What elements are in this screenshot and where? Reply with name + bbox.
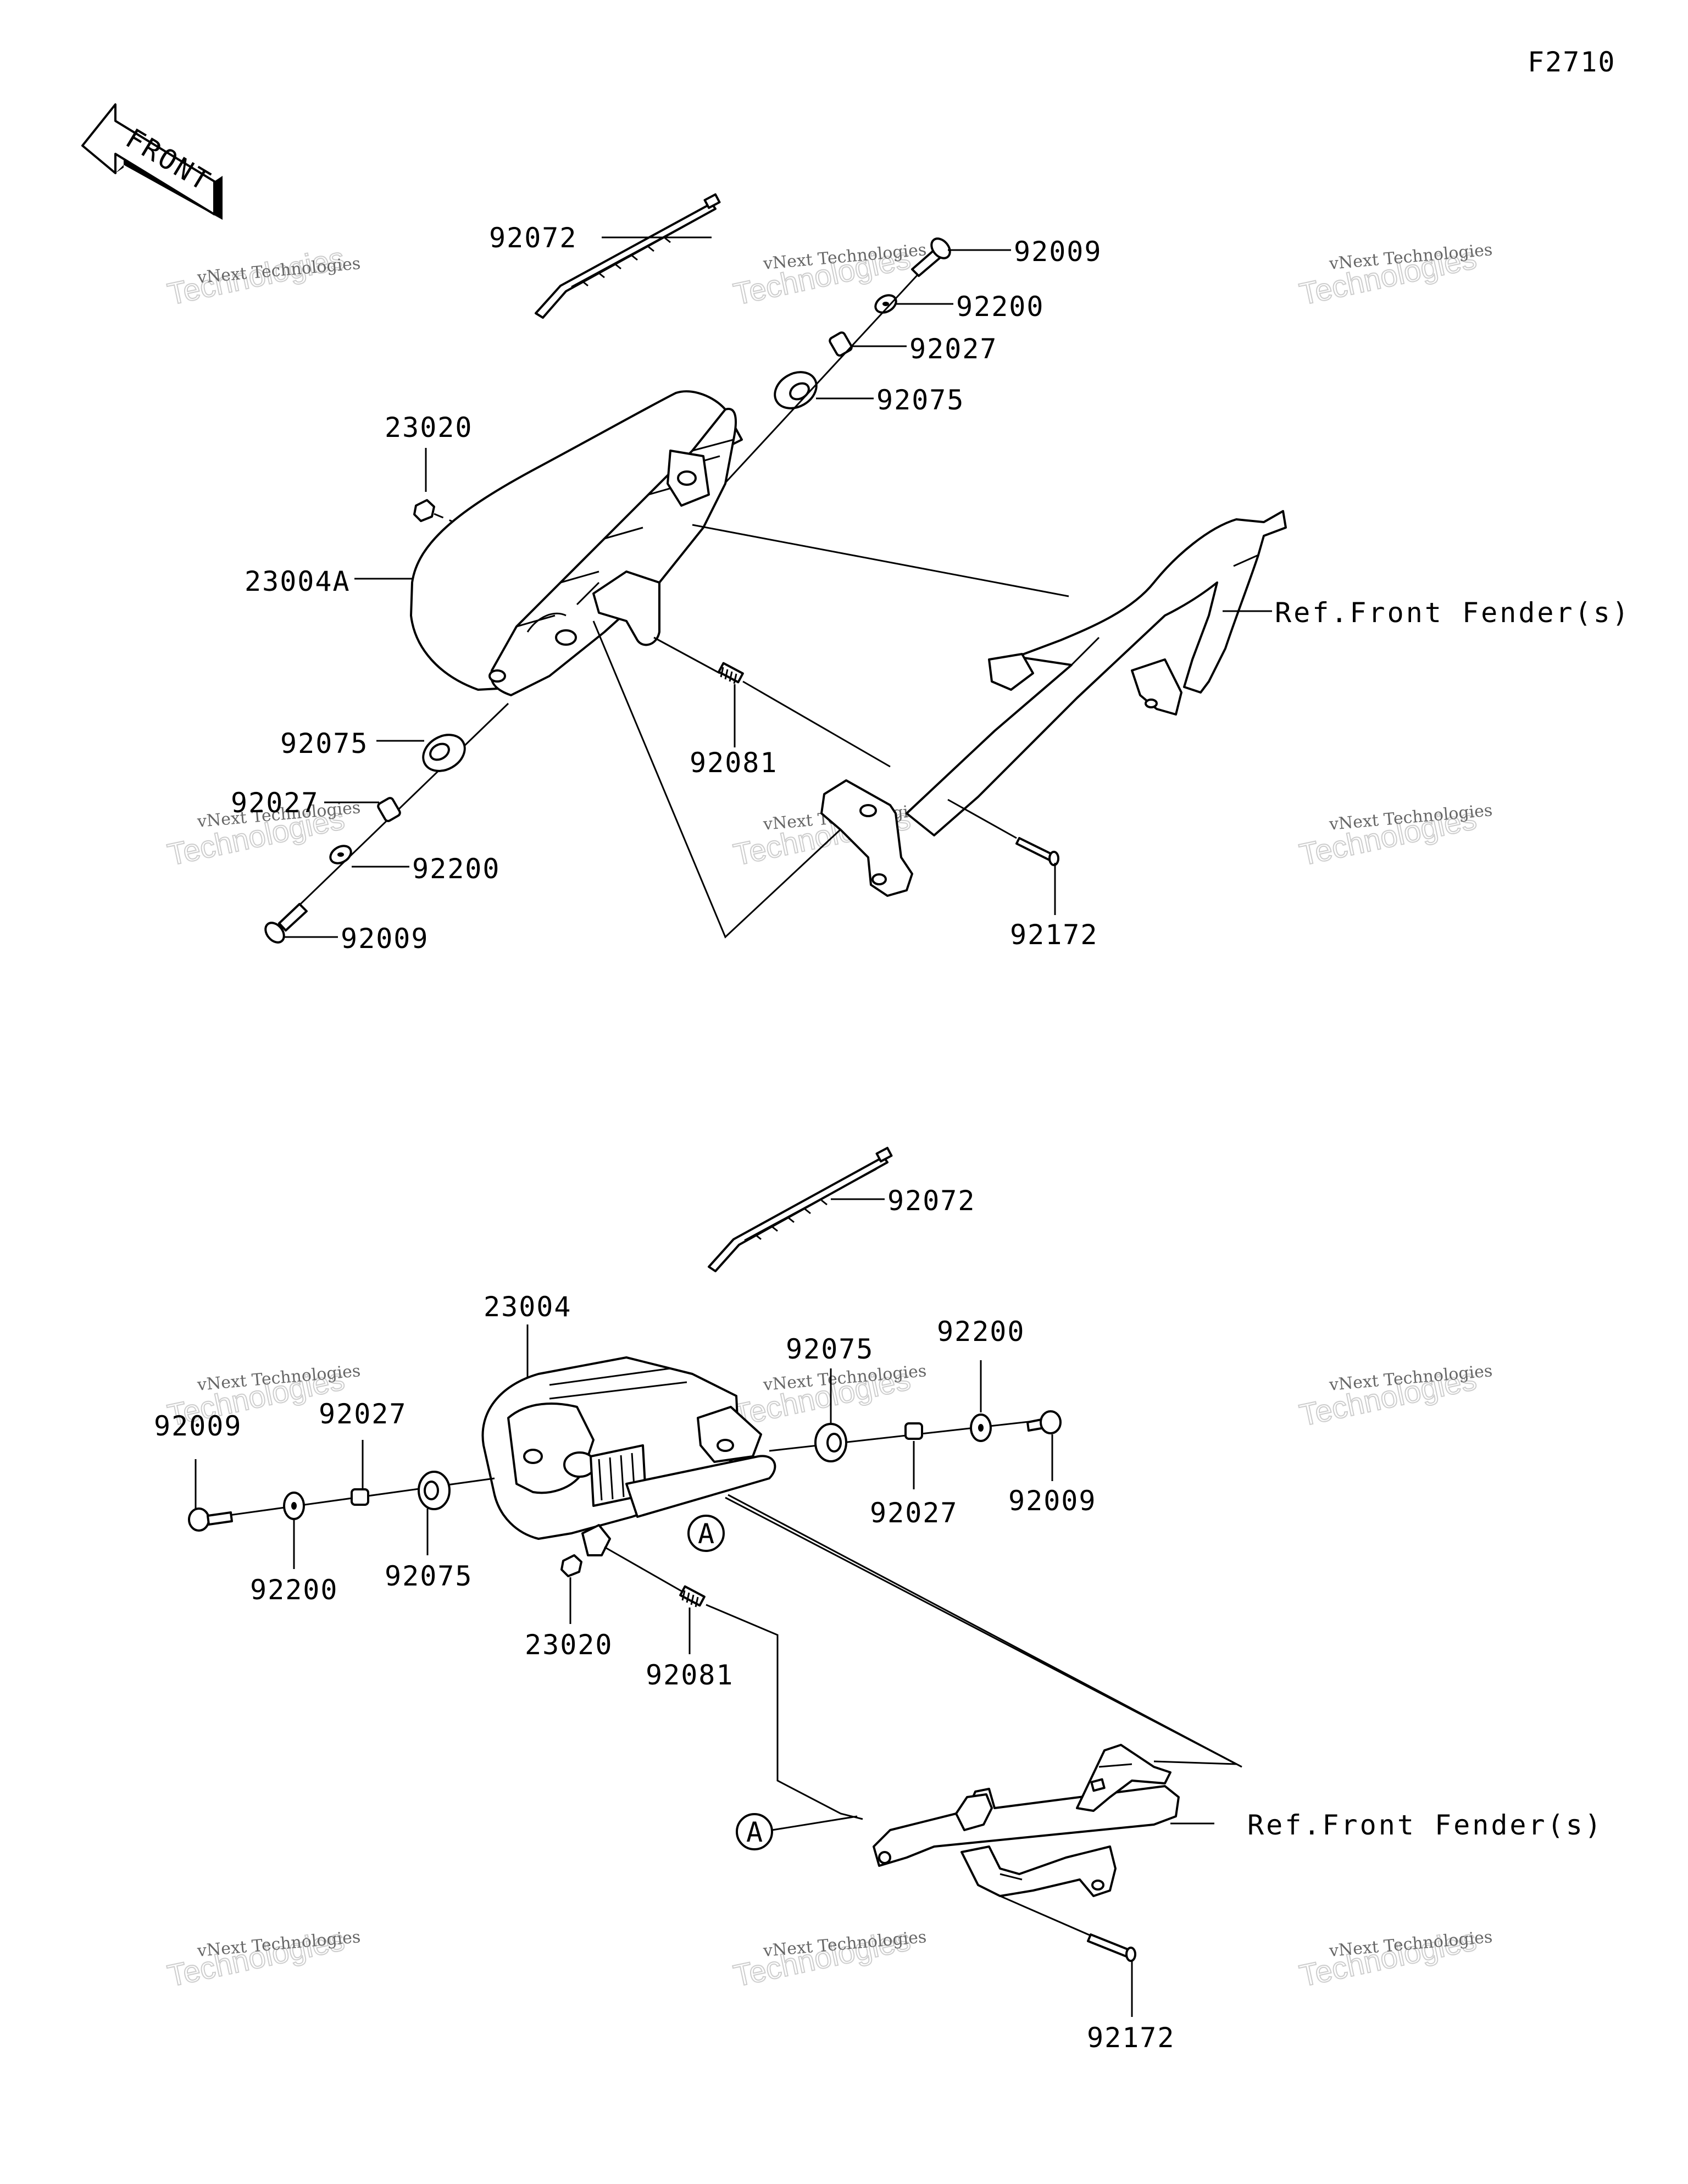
figure-code: F2710 — [1528, 46, 1616, 78]
label-23020-bottom: 23020 — [525, 1629, 613, 1661]
front-arrow-icon: FRONT — [81, 103, 223, 220]
front-fender-bracket-bottom-icon — [873, 1744, 1180, 1897]
top-assembly: 92072 92009 92200 92027 92075 23020 — [231, 193, 1631, 955]
side-cover-23004A-top-icon — [410, 390, 743, 696]
bottom-assembly: 92072 23004 A 92009 — [154, 1146, 1603, 2054]
label-92081-bottom: 92081 — [646, 1659, 734, 1691]
label-92072-bottom: 92072 — [887, 1185, 976, 1217]
label-92072-top: 92072 — [489, 222, 578, 254]
label-92200-bottom-right: 92200 — [937, 1316, 1025, 1348]
grommet-92075-bottom-left-icon — [418, 1471, 451, 1510]
grommet-92075-top-right-icon — [774, 371, 818, 409]
screw-92172-bottom-icon — [1087, 1933, 1136, 1962]
callout-A-cover-letter: A — [698, 1518, 715, 1550]
bolt-92009-top-right-icon — [911, 237, 951, 277]
watermarks: Technologies vNext Technologies Technolo… — [164, 240, 1493, 1994]
washer-92200-bottom-right-icon — [970, 1413, 992, 1442]
washer-92200-bottom-left-icon — [283, 1492, 305, 1520]
label-23004: 23004 — [484, 1291, 572, 1323]
label-92075-top-left: 92075 — [280, 728, 369, 760]
label-92172-bottom: 92172 — [1087, 2022, 1175, 2054]
label-23004A: 23004A — [245, 566, 351, 597]
label-92009-bottom-right: 92009 — [1008, 1485, 1097, 1517]
label-92075-bottom-right: 92075 — [786, 1333, 874, 1365]
front-fender-bracket-top-icon — [820, 510, 1287, 897]
label-92009-top-right: 92009 — [1014, 236, 1102, 268]
bolt-92009-bottom-left-icon — [188, 1507, 233, 1532]
callout-A-bracket-letter: A — [746, 1816, 764, 1848]
label-23020-top: 23020 — [385, 412, 473, 444]
collar-92027-top-right-icon — [829, 331, 853, 357]
label-92075-bottom-left: 92075 — [385, 1560, 473, 1592]
label-92200-top-left: 92200 — [412, 853, 501, 885]
callout-A-cover-icon — [687, 1515, 725, 1552]
label-92027-top-right: 92027 — [909, 333, 998, 365]
nut-23020-top-icon — [413, 499, 435, 522]
grommet-92075-top-left-icon — [422, 734, 466, 772]
label-92027-bottom-right: 92027 — [870, 1497, 958, 1529]
bolt-92009-bottom-right-icon — [1026, 1410, 1062, 1434]
collar-92027-top-left-icon — [377, 797, 401, 822]
screw-92172-top-icon — [1015, 837, 1059, 866]
label-92075-top-right: 92075 — [876, 384, 965, 416]
label-92027-top-left: 92027 — [231, 787, 319, 819]
side-cover-23004-bottom-icon — [481, 1356, 776, 1556]
spring-92081-top-icon — [718, 662, 744, 684]
label-92009-top-left: 92009 — [341, 923, 429, 955]
label-92200-bottom-left: 92200 — [250, 1574, 338, 1606]
label-92009-bottom-left: 92009 — [154, 1410, 242, 1442]
spring-92081-bottom-icon — [679, 1585, 706, 1607]
callout-A-bracket-icon — [736, 1813, 773, 1850]
cable-tie-92072-top-icon — [535, 193, 721, 319]
label-92027-bottom-left: 92027 — [319, 1398, 407, 1430]
label-92081-top: 92081 — [690, 747, 778, 779]
collar-92027-bottom-right-icon — [904, 1422, 923, 1440]
grommet-92075-bottom-right-icon — [814, 1423, 847, 1462]
bolt-92009-top-left-icon — [264, 903, 308, 944]
collar-92027-bottom-left-icon — [351, 1488, 369, 1506]
ref-front-fender-bottom: Ref.Front Fender(s) — [1247, 1809, 1603, 1841]
ref-front-fender-top: Ref.Front Fender(s) — [1275, 597, 1631, 629]
label-92172-top: 92172 — [1010, 919, 1098, 951]
label-92200-top-right: 92200 — [956, 291, 1045, 323]
cable-tie-92072-bottom-icon — [708, 1146, 893, 1272]
nut-23020-bottom-icon — [560, 1554, 582, 1577]
